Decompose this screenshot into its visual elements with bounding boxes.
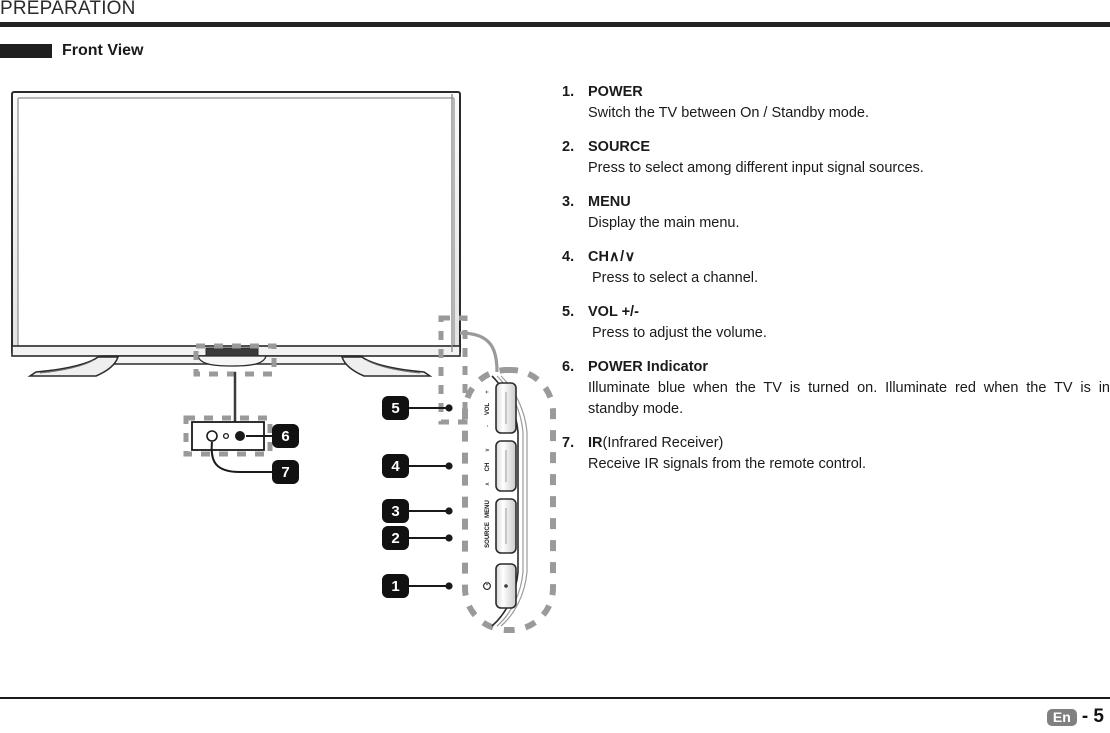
svg-text:∧: ∧ [485,482,491,486]
feature-item-2: 2. SOURCE Press to select among differen… [562,137,1110,179]
feature-item-4: 4. CH ∧/∨ Press to select a channel. [562,247,1110,289]
page-number: - 5 [1081,706,1104,727]
language-badge: En [1046,708,1077,726]
ir-receiver-icon [206,430,218,442]
power-indicator-icon [235,431,245,441]
feature-number-2: 2. [562,139,575,156]
connector-line-buttons [459,331,499,373]
tv-stand [27,347,433,377]
section-marker-icon [0,44,52,58]
svg-text:1: 1 [391,578,399,595]
svg-text:-: - [485,425,491,427]
callout-group-buttons: 5 4 3 2 1 [382,396,453,598]
feature-body-4: Press to select a channel. [592,270,759,287]
svg-text:2: 2 [391,530,399,547]
svg-text:4: 4 [391,458,400,475]
feature-number-6: 6. [562,359,575,376]
svg-text:6: 6 [281,428,289,445]
callout-badge-6 [272,424,299,448]
feature-item-3: 3. MENU Display the main menu. [562,192,1110,234]
svg-text:+: + [485,390,491,394]
feature-body-5: Press to adjust the volume. [592,325,767,342]
feature-description-list: 1. POWER Switch the TV between On / Stan… [562,82,1110,488]
feature-number-7: 7. [562,435,575,452]
power-icon [483,581,491,590]
svg-text:SOURCE: SOURCE [485,522,491,548]
feature-term-5: VOL +/- [588,304,639,321]
feature-term-1: POWER [588,84,643,100]
svg-text:3: 3 [391,503,399,520]
feature-body-2: Press to select among different input si… [588,160,924,177]
callout-badge-1 [382,574,409,598]
feature-item-7: 7. IR (Infrared Receiver) Receive IR sig… [562,433,1110,475]
section-heading-label: Front View [62,42,144,59]
callout-badge-7 [272,460,299,484]
footer-divider [0,697,1110,699]
feature-body-1: Switch the TV between On / Standby mode. [588,105,870,122]
header-divider [0,22,1110,27]
feature-number-4: 4. [562,249,575,266]
feature-item-5: 5. VOL +/- Press to adjust the volume. [562,302,1110,344]
chapter-title: PREPARATION [0,0,136,19]
magnified-button-panel: + VOL - ∨ CH ∧ MENU SOURCE [462,367,556,633]
feature-item-1: 1. POWER Switch the TV between On / Stan… [562,82,1110,124]
svg-text:7: 7 [281,464,289,481]
tv-body [11,91,461,357]
feature-number-3: 3. [562,194,575,211]
feature-number-1: 1. [562,84,575,100]
dashed-region-buttons [438,315,468,425]
feature-body-6: Illuminate blue when the TV is turned on… [588,380,1110,418]
feature-term-2: SOURCE [588,139,651,156]
feature-number-5: 5. [562,304,575,321]
page-footer: En - 5 [1046,706,1104,728]
svg-text:VOL: VOL [485,403,491,416]
feature-term-7: IR [588,435,603,452]
feature-term-4: CH [588,249,609,266]
svg-text:CH: CH [485,463,491,472]
svg-text:5: 5 [391,400,399,417]
feature-term-7-suffix: (Infrared Receiver) [602,435,724,452]
feature-term-3: MENU [588,194,631,211]
ch-arrows-icon: ∧/∨ [608,249,636,266]
callout-badge-2 [382,526,409,550]
svg-text:∨: ∨ [485,448,491,452]
callout-badge-5 [382,396,409,420]
callout-badge-4 [382,454,409,478]
feature-body-3: Display the main menu. [588,215,740,232]
feature-body-7: Receive IR signals from the remote contr… [588,456,867,473]
section-heading: Front View [0,42,144,60]
feature-item-6: 6. POWER Indicator Illuminate blue when … [562,357,1110,420]
feature-term-6: POWER Indicator [588,359,709,376]
front-view-illustration: + VOL - ∨ CH ∧ MENU SOURCE [0,80,560,660]
svg-text:MENU: MENU [485,500,491,518]
magnified-indicator-panel: 6 7 [183,415,299,484]
callout-badge-3 [382,499,409,523]
